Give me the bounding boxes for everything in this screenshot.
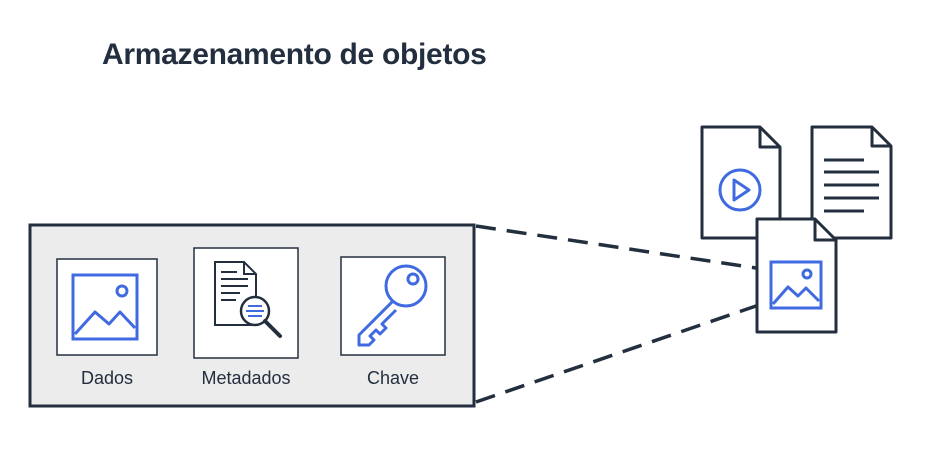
key-icon bbox=[357, 264, 428, 347]
connector-line-bottom bbox=[475, 304, 757, 404]
image-icon bbox=[71, 273, 139, 341]
metadata-label: Metadados bbox=[201, 368, 291, 388]
video-file-icon bbox=[700, 125, 782, 240]
image-file-icon bbox=[755, 217, 838, 334]
key-label: Chave bbox=[366, 368, 420, 388]
key-box bbox=[340, 256, 446, 356]
document-search-icon bbox=[214, 261, 282, 338]
text-file-icon bbox=[810, 125, 893, 240]
connector-line-top bbox=[475, 224, 757, 270]
metadata-box bbox=[193, 247, 299, 359]
diagram-title: Armazenamento de objetos bbox=[102, 38, 487, 71]
data-label: Dados bbox=[80, 368, 134, 388]
data-box bbox=[56, 258, 158, 356]
